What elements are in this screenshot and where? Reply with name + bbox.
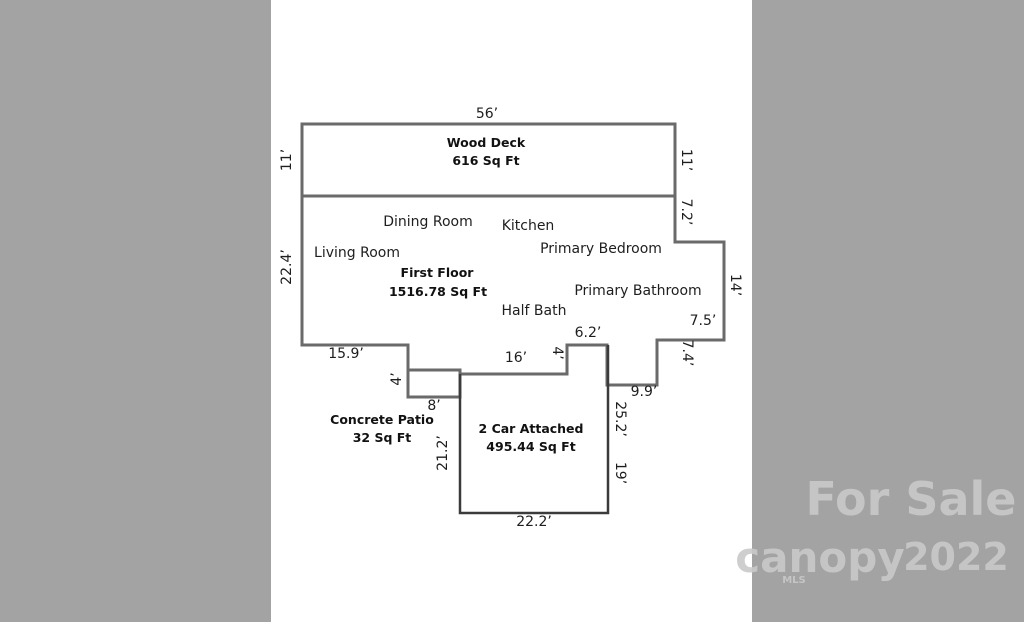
garage-area: 495.44 Sq Ft (486, 439, 575, 454)
room-label-kitchen: Kitchen (502, 218, 555, 234)
dim-garage-right-lower: 19’ (612, 462, 628, 484)
room-label-primary-bathroom: Primary Bathroom (574, 283, 701, 299)
wood-deck-area: 616 Sq Ft (452, 153, 519, 168)
dim-right-upper: 7.2’ (678, 199, 694, 226)
room-label-dining: Dining Room (383, 214, 473, 230)
wood-deck-title: Wood Deck (447, 135, 526, 150)
dim-deck-left: 11’ (279, 149, 295, 171)
first-floor-title: First Floor (401, 265, 475, 280)
dim-right-inner: 7.5’ (690, 313, 717, 329)
dim-left-side: 22.4’ (279, 249, 295, 285)
dim-middle-bottom: 16’ (505, 350, 527, 366)
garage-outline (458, 345, 610, 515)
first-floor-area: 1516.78 Sq Ft (389, 284, 487, 299)
floor-plan-diagram: Wood Deck 616 Sq Ft First Floor 1516.78 … (279, 106, 743, 530)
room-label-living: Living Room (314, 245, 400, 261)
dim-bottom-left: 15.9’ (328, 346, 364, 362)
wood-deck-outline (300, 122, 677, 198)
floor-plan-panel: Wood Deck 616 Sq Ft First Floor 1516.78 … (271, 0, 752, 622)
watermark-mls: MLS (782, 575, 806, 586)
dim-patio-side: 4’ (389, 372, 405, 385)
dim-deck-right: 11’ (678, 149, 694, 171)
room-label-half-bath: Half Bath (502, 303, 567, 319)
patio-title: Concrete Patio (330, 412, 434, 427)
dim-right-bump: 14’ (727, 274, 743, 296)
dim-garage-left: 21.2’ (435, 435, 451, 471)
dim-garage-bottom: 22.2’ (516, 514, 552, 530)
dim-right-lower: 7.4’ (679, 340, 695, 367)
dim-right-bottom: 9.9’ (631, 384, 658, 400)
dim-step-top: 6.2’ (575, 325, 602, 341)
room-label-primary-bedroom: Primary Bedroom (540, 241, 662, 257)
dim-garage-right-upper: 25.2’ (612, 401, 628, 437)
watermark-for-sale: For Sale (806, 472, 1017, 526)
first-floor-outline (300, 196, 726, 387)
watermark-year: 2022 (903, 535, 1009, 579)
dim-deck-top: 56’ (476, 106, 498, 122)
dim-patio-bottom: 8’ (427, 398, 440, 414)
dim-small-step: 4’ (549, 346, 565, 359)
watermark-brand: canopy (735, 533, 904, 582)
garage-title: 2 Car Attached (479, 421, 584, 436)
patio-area: 32 Sq Ft (353, 430, 412, 445)
